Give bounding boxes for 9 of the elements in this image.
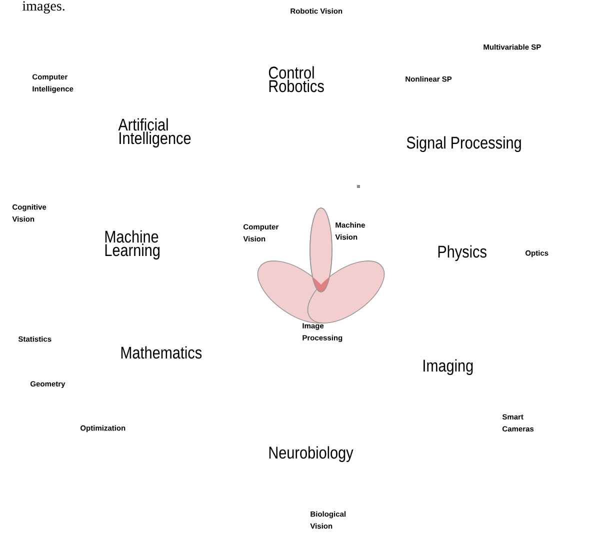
field-label: Signal Processing — [406, 136, 521, 152]
field-label: Control Robotics — [268, 66, 324, 92]
field-label: Mathematics — [121, 346, 202, 359]
field-label: Machine Learning — [105, 230, 160, 260]
field-label: Artificial Intelligence — [118, 118, 191, 148]
page-text: images. — [22, 1, 64, 14]
field-label: Neurobiology — [269, 446, 354, 462]
field-label: Physics — [438, 245, 486, 262]
field-label: Imaging — [424, 359, 473, 376]
